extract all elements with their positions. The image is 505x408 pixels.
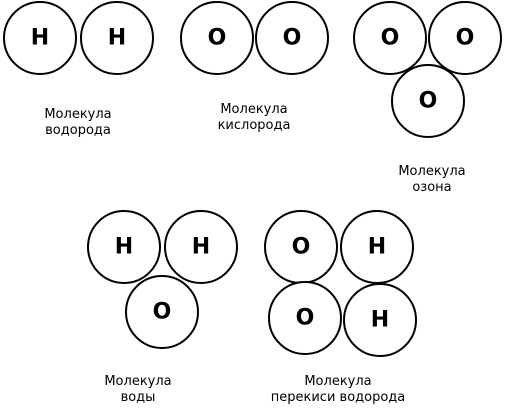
molecule-hydrogen-peroxide: O H O H Молекула перекиси водорода (264, 210, 417, 405)
atom-circle (391, 64, 465, 138)
atom-label: O (381, 26, 400, 51)
molecule-oxygen: O O Молекула кислорода (180, 1, 329, 133)
atom-circle (180, 1, 254, 75)
atom-label: H (192, 235, 210, 260)
atom-label: H (368, 235, 386, 260)
atom-circle (268, 281, 342, 355)
molecule-caption-line2: озона (412, 180, 451, 195)
atom-label: O (296, 306, 315, 331)
atom-circle (340, 210, 414, 284)
molecule-water: H H O Молекула воды (87, 210, 238, 405)
atom-label: O (283, 26, 302, 51)
molecule-caption-line1: Молекула (398, 164, 465, 179)
atom-label: H (115, 235, 133, 260)
atom-label: O (292, 235, 311, 260)
atom-circle (255, 1, 329, 75)
molecule-caption-line2: кислорода (218, 118, 291, 133)
atom-label: O (419, 89, 438, 114)
atom-label: O (153, 300, 172, 325)
atom-label: O (456, 26, 475, 51)
molecule-caption-line1: Молекула (220, 102, 287, 117)
atom-label: H (108, 26, 126, 51)
molecule-caption-line1: Молекула (104, 374, 171, 389)
molecule-caption-line1: Молекула (304, 374, 371, 389)
atom-label: H (371, 308, 389, 333)
molecule-caption-line2: воды (121, 390, 156, 405)
molecule-hydrogen: H H Молекула водорода (3, 1, 154, 138)
atom-circle (343, 283, 417, 357)
atom-circle (164, 210, 238, 284)
molecule-ozone: O O O Молекула озона (353, 1, 502, 195)
atom-circle (87, 210, 161, 284)
molecule-caption-line1: Молекула (44, 107, 111, 122)
molecule-caption-line2: перекиси водорода (271, 390, 406, 405)
atom-circle (125, 275, 199, 349)
atom-label: O (208, 26, 227, 51)
atom-circle (428, 1, 502, 75)
atom-circle (353, 1, 427, 75)
atom-circle (3, 1, 77, 75)
atom-circle (80, 1, 154, 75)
atom-label: H (31, 26, 49, 51)
molecule-caption-line2: водорода (45, 123, 111, 138)
